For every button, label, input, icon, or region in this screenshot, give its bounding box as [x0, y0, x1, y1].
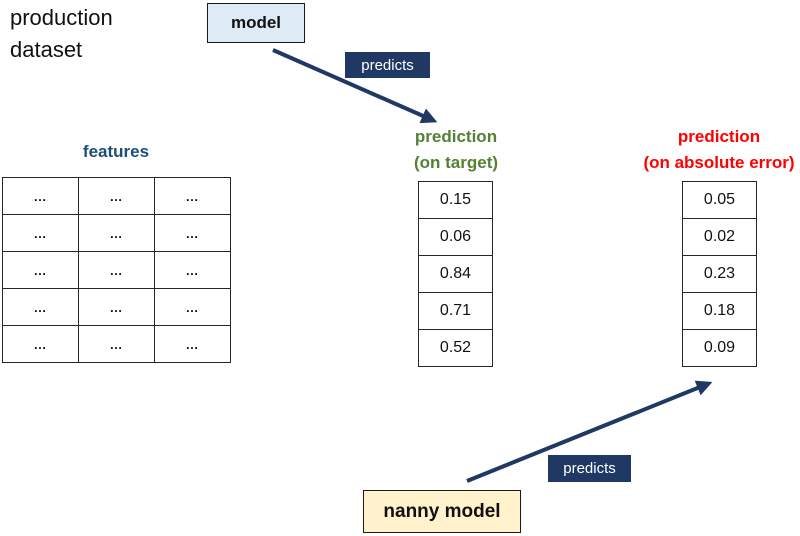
value-row: 0.52: [418, 329, 493, 367]
features-cell: …: [78, 251, 155, 289]
value-row: 0.15: [418, 181, 493, 219]
target-prediction-label: prediction (on target): [380, 124, 532, 176]
features-table-row: … … …: [2, 325, 231, 363]
error-prediction-column: 0.05 0.02 0.23 0.18 0.09: [682, 181, 757, 367]
features-cell: …: [154, 177, 231, 215]
target-value-cell: 0.71: [418, 292, 493, 330]
features-cell: …: [78, 325, 155, 363]
target-prediction-column: 0.15 0.06 0.84 0.71 0.52: [418, 181, 493, 367]
value-row: 0.02: [682, 218, 757, 256]
model-box[interactable]: model: [207, 3, 305, 43]
predicts-label-top: predicts: [345, 52, 430, 78]
error-value-cell: 0.23: [682, 255, 757, 293]
value-row: 0.05: [682, 181, 757, 219]
predicts-label-bottom: predicts: [548, 455, 631, 482]
value-row: 0.23: [682, 255, 757, 293]
error-value-cell: 0.05: [682, 181, 757, 219]
features-cell: …: [78, 288, 155, 326]
error-value-cell: 0.09: [682, 329, 757, 367]
error-prediction-label: prediction (on absolute error): [630, 124, 800, 176]
features-cell: …: [2, 177, 79, 215]
target-value-cell: 0.15: [418, 181, 493, 219]
target-prediction-label-line2: (on target): [413, 153, 499, 172]
features-cell: …: [2, 214, 79, 252]
nanny-model-box-label: nanny model: [383, 500, 501, 522]
production-dataset-label: production dataset: [10, 2, 113, 66]
features-cell: …: [2, 288, 79, 326]
target-value-cell: 0.84: [418, 255, 493, 293]
nanny-model-box[interactable]: nanny model: [363, 490, 521, 533]
model-box-label: model: [230, 13, 282, 32]
features-cell: …: [2, 325, 79, 363]
error-value-cell: 0.18: [682, 292, 757, 330]
features-table-row: … … …: [2, 214, 231, 252]
features-table-row: … … …: [2, 288, 231, 326]
features-cell: …: [154, 325, 231, 363]
features-cell: …: [154, 288, 231, 326]
features-table: … … … … … … … … … … … … … … …: [2, 177, 231, 363]
error-value-cell: 0.02: [682, 218, 757, 256]
value-row: 0.84: [418, 255, 493, 293]
production-dataset-line2: dataset: [10, 37, 83, 62]
target-value-cell: 0.52: [418, 329, 493, 367]
features-cell: …: [2, 251, 79, 289]
features-cell: …: [78, 214, 155, 252]
target-prediction-label-line1: prediction: [414, 127, 498, 146]
error-prediction-label-line2: (on absolute error): [643, 153, 795, 172]
features-label: features: [82, 142, 150, 161]
value-row: 0.09: [682, 329, 757, 367]
features-table-row: … … …: [2, 177, 231, 215]
features-table-row: … … …: [2, 251, 231, 289]
error-prediction-label-line1: prediction: [677, 127, 761, 146]
features-cell: …: [78, 177, 155, 215]
features-cell: …: [154, 251, 231, 289]
target-value-cell: 0.06: [418, 218, 493, 256]
value-row: 0.71: [418, 292, 493, 330]
value-row: 0.18: [682, 292, 757, 330]
value-row: 0.06: [418, 218, 493, 256]
production-dataset-line1: production: [10, 5, 113, 30]
features-cell: …: [154, 214, 231, 252]
